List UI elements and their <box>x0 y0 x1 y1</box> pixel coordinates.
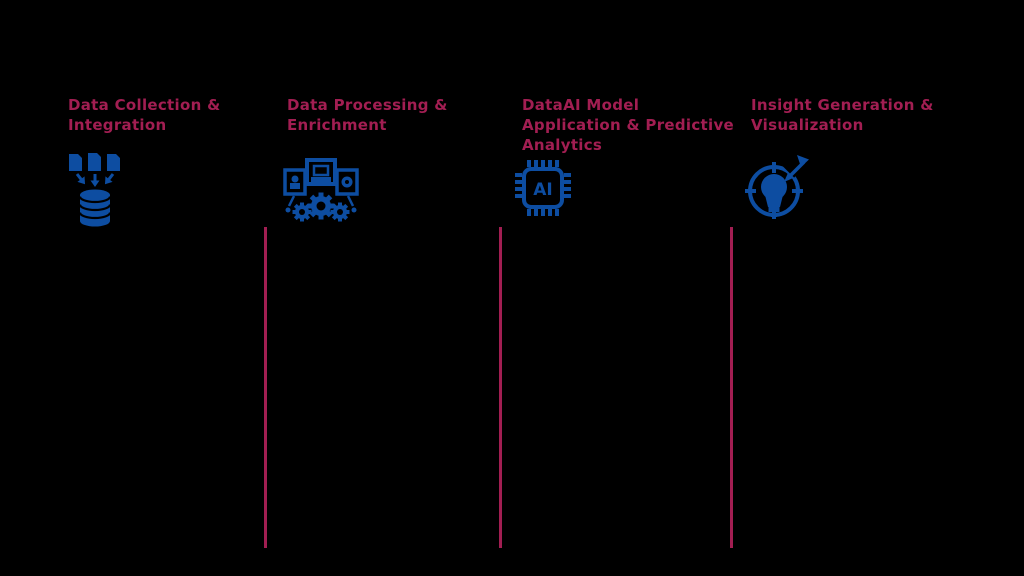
stage-insight-generation: Insight Generation & Visualization <box>745 95 934 219</box>
stage-divider <box>499 227 502 548</box>
stage-title: DataAI Model Application & Predictive An… <box>522 96 734 154</box>
stage-divider <box>264 227 267 548</box>
lightbulb-target-icon <box>745 153 811 233</box>
ai-chip-icon: AI <box>513 158 573 222</box>
stage-title: Data Processing & Enrichment <box>287 96 448 134</box>
chip-label: AI <box>533 180 552 200</box>
stage-data-collection: Data Collection & Integration <box>68 95 221 227</box>
stage-data-processing: Data Processing & Enrichment <box>283 95 448 222</box>
stage-title: Data Collection & Integration <box>68 96 221 134</box>
stage-ai-model: DataAI Model Application & Predictive An… <box>515 95 734 216</box>
documents-to-database-icon <box>66 153 124 235</box>
stage-divider <box>730 227 733 548</box>
stage-title: Insight Generation & Visualization <box>751 96 934 134</box>
workstations-gears-icon <box>283 158 359 228</box>
